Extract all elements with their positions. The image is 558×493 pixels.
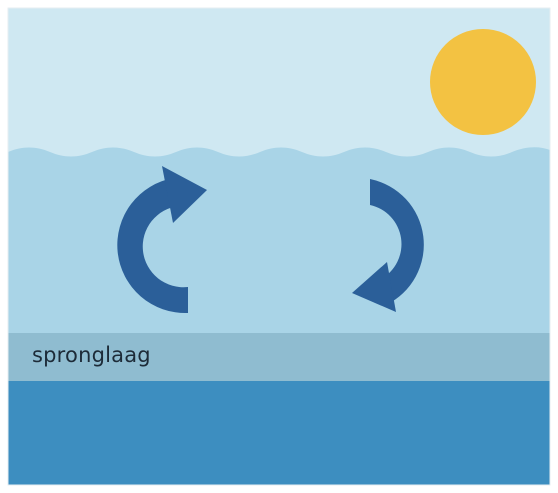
sun-icon — [430, 29, 536, 135]
upper-water-layer — [8, 147, 550, 335]
thermocline-label: spronglaag — [32, 343, 151, 367]
deep-water-layer — [8, 381, 550, 485]
